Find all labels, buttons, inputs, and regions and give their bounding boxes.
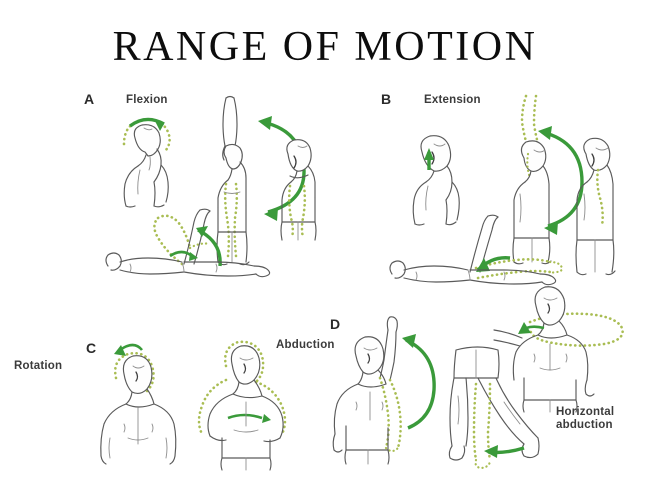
panel-term-flexion: Flexion: [126, 94, 168, 106]
figure-supine-hip-knee-flexion: [86, 208, 286, 286]
figure-standing-shoulder-extension: [562, 132, 632, 280]
figure-horizontal-shoulder-abduction: [493, 282, 644, 413]
figure-shoulder-abduction-arm-overhead: [322, 316, 432, 466]
arrow-trunk-extension-b: [524, 120, 596, 238]
figure-standing-shoulder-flexion-back-view: [264, 132, 330, 242]
figure-trunk-rotation-hands-on-hips: [178, 330, 298, 471]
panel-letter-a: A: [84, 91, 95, 107]
figure-standing-trunk-extension: [496, 94, 572, 266]
figure-seated-neck-extension-profile: [400, 126, 480, 226]
page-title: RANGE OF MOTION: [112, 24, 538, 70]
panel-term-extension: Extension: [424, 94, 481, 106]
figure-head-neck-flexion-profile: [104, 108, 196, 208]
panel-term-rotation: Rotation: [14, 360, 63, 372]
panel-letter-c: C: [86, 340, 97, 356]
figure-hip-abduction-legs: [442, 340, 562, 470]
panel-term-horizontal-abduction: Horizontal abduction: [556, 406, 615, 432]
figure-prone-hip-extension: [372, 214, 572, 292]
panel-letter-b: B: [381, 91, 392, 107]
panel-letter-d: D: [330, 316, 341, 332]
figure-standing-arms-overhead-flexion: [196, 95, 266, 271]
figure-head-rotation-front-view: [80, 334, 190, 465]
arrow-shoulder-abduction-d: [392, 328, 448, 440]
panel-term-abduction: Abduction: [276, 339, 335, 351]
